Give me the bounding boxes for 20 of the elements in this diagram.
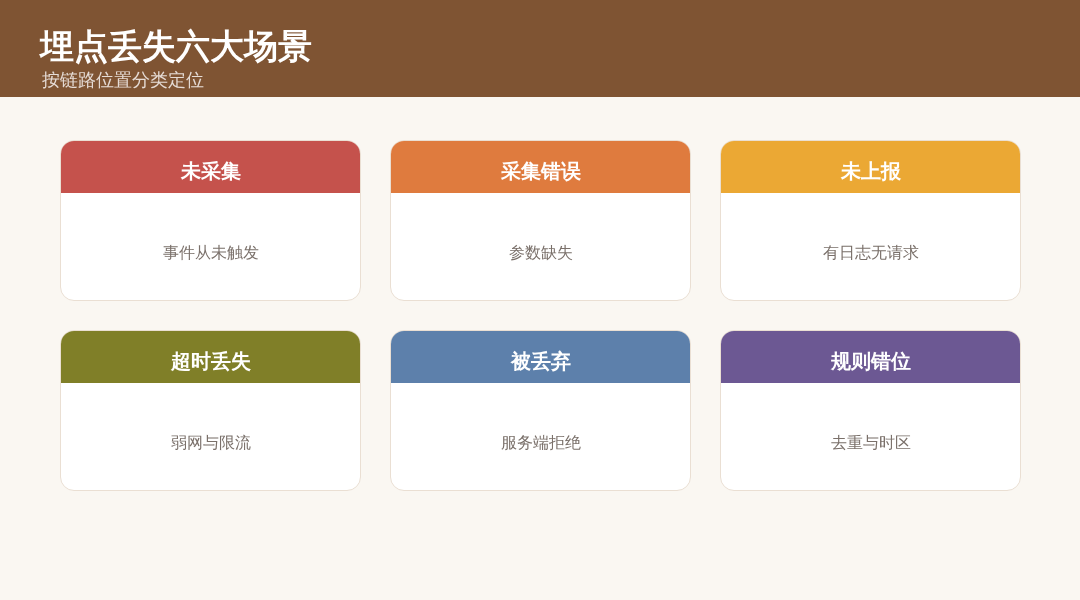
card-description: 去重与时区 <box>830 432 911 454</box>
page-subtitle: 按链路位置分类定位 <box>42 68 204 92</box>
card-description: 服务端拒绝 <box>500 432 581 454</box>
scenario-card <box>390 330 691 491</box>
card-heading: 未采集 <box>61 141 360 193</box>
scenario-card <box>390 140 691 301</box>
card-description: 参数缺失 <box>508 242 573 264</box>
card-description: 弱网与限流 <box>170 432 251 454</box>
scenario-card <box>60 140 361 301</box>
card-description: 事件从未触发 <box>162 242 259 264</box>
card-heading: 未上报 <box>721 141 1020 193</box>
page-title: 埋点丢失六大场景 <box>40 25 312 68</box>
scenario-card <box>720 330 1021 491</box>
card-description: 有日志无请求 <box>822 242 919 264</box>
scenario-card <box>720 140 1021 301</box>
card-heading: 超时丢失 <box>61 331 360 383</box>
card-heading: 采集错误 <box>391 141 690 193</box>
card-heading: 被丢弃 <box>391 331 690 383</box>
card-heading: 规则错位 <box>721 331 1020 383</box>
scenario-card <box>60 330 361 491</box>
